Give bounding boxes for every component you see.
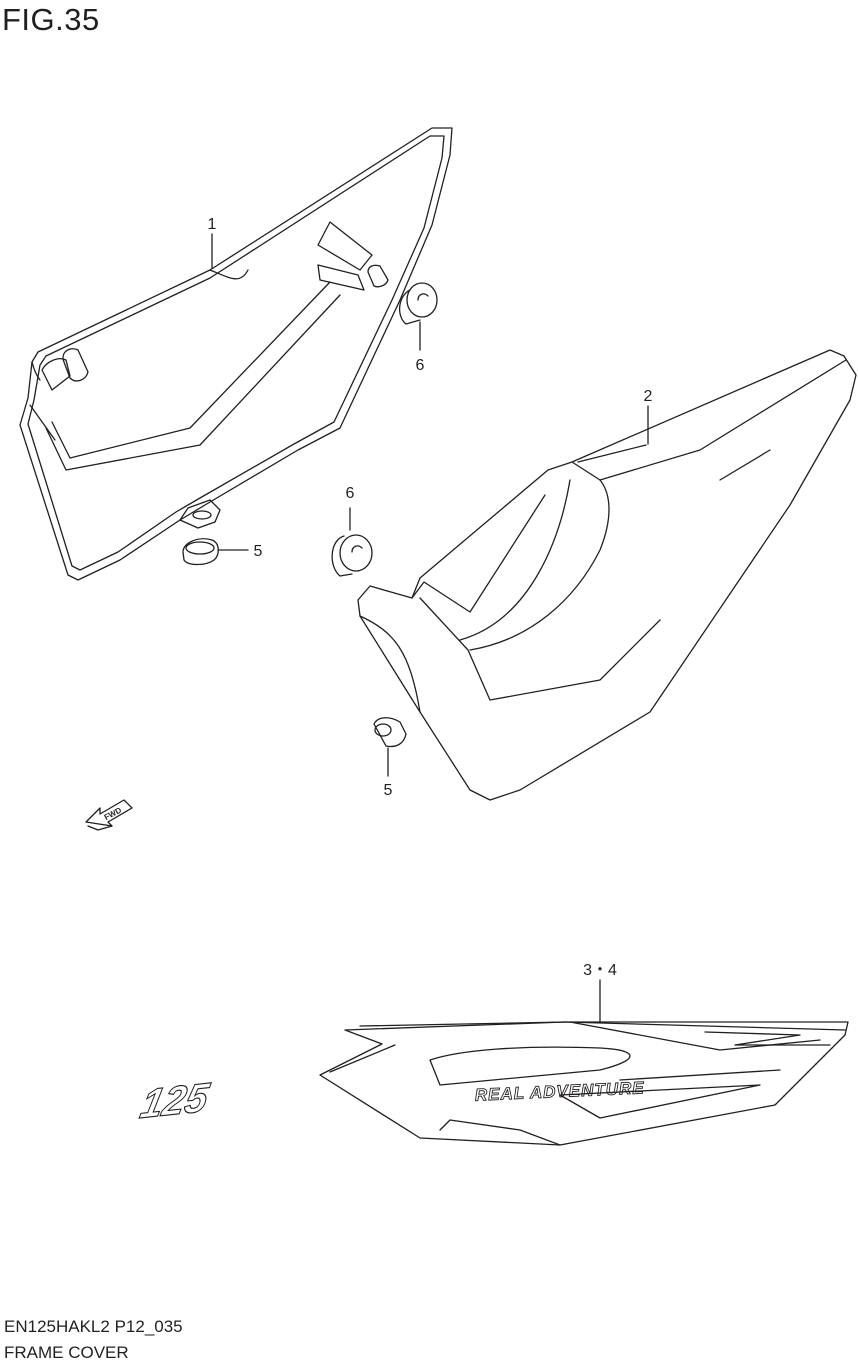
rubber-6-lower xyxy=(331,507,373,577)
callout-6a: 6 xyxy=(416,357,425,374)
figure-code: EN125HAKL2 P12_035 xyxy=(4,1317,183,1336)
callout-6b: 6 xyxy=(346,485,355,502)
forward-arrow-icon xyxy=(85,799,133,831)
callout-5b: 5 xyxy=(384,782,393,799)
frame-cover-right xyxy=(357,349,857,801)
callout-1: 1 xyxy=(208,216,217,233)
figure-title: FIG.35 xyxy=(2,2,100,37)
decal-number: 125 xyxy=(137,1074,214,1127)
grommet-5a xyxy=(182,538,249,566)
decal xyxy=(319,1021,849,1146)
rubber-6-upper xyxy=(399,282,438,351)
decal-tagline: REAL ADVENTURE xyxy=(474,1078,645,1104)
callout-2: 2 xyxy=(644,388,653,405)
figure-name: FRAME COVER xyxy=(4,1343,129,1362)
grommet-5b xyxy=(373,717,407,777)
callout-3-4: 3・4 xyxy=(583,962,617,979)
frame-cover-left xyxy=(19,127,453,581)
callout-5a: 5 xyxy=(254,543,263,560)
